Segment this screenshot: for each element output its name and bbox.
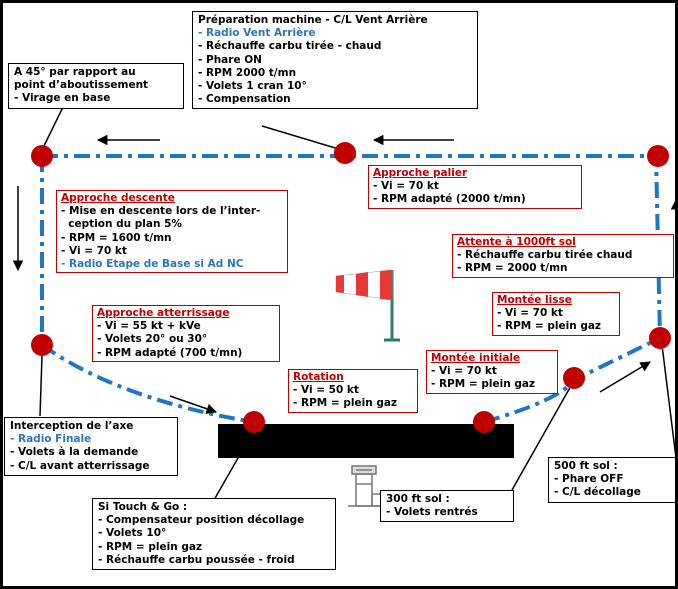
box-title: Montée lisse (497, 294, 572, 306)
box-line: - Virage en base (14, 92, 111, 105)
box-title: Rotation (293, 371, 344, 383)
box-line: - Vi = 70 kt (61, 244, 127, 257)
box-line: - Réchauffe carbu tirée chaud (457, 249, 633, 262)
box-line: - Volets 20° ou 30° (97, 333, 208, 346)
box-title: Attente à 1000ft sol (457, 236, 576, 248)
box-approche-descente: Approche descente - Mise en descente lor… (56, 190, 288, 274)
box-interception-axe: Interception de l’axe - Radio Finale- Vo… (4, 417, 178, 476)
windsock-icon (335, 269, 400, 342)
box-title: Approche descente (61, 192, 175, 204)
box-title: Montée initiale (431, 352, 521, 364)
marker-base-turn (31, 334, 53, 356)
box-line: - RPM adapté (2000 t/mn) (373, 193, 526, 206)
box-line: - Radio Finale (10, 433, 92, 446)
box-45-degrees: A 45° par rapport au point d’aboutisseme… (8, 63, 184, 109)
control-tower-icon (348, 465, 392, 507)
box-line: - Réchauffe carbu tirée - chaud (198, 40, 382, 53)
box-title: Interception de l’axe (10, 420, 134, 432)
box-approche-palier: Approche palier - Vi = 70 kt- RPM adapté… (368, 165, 582, 209)
box-line: - Vi = 50 kt (293, 384, 359, 397)
box-preparation-machine: Préparation machine - C/L Vent Arrière -… (192, 11, 478, 110)
box-line: - Vi = 55 kt + kVe (97, 320, 201, 333)
box-line: - Vi = 70 kt (431, 365, 497, 378)
box-line: - RPM = plein gaz (293, 397, 398, 410)
marker-500ft (649, 327, 671, 349)
box-rotation: Rotation - Vi = 50 kt- RPM = plein gaz (288, 369, 418, 413)
marker-downwind-mid (334, 142, 356, 164)
box-line: - Volets 1 cran 10° (198, 80, 307, 93)
box-title: Approche atterrissage (97, 307, 230, 319)
box-line: - C/L décollage (554, 486, 641, 499)
box-line: - RPM adapté (700 t/mn) (97, 346, 243, 359)
box-line: - Vi = 70 kt (497, 307, 563, 320)
box-line: - Mise en descente lors de l’inter- cept… (61, 205, 261, 231)
marker-rotation (473, 411, 495, 433)
box-line: - Radio Etape de Base si Ad NC (61, 258, 244, 271)
box-line: - RPM = 1600 t/mn (61, 231, 172, 244)
arrow-to-runway (169, 395, 217, 414)
box-line: - Volets à la demande (10, 446, 139, 459)
box-title: Approche palier (373, 167, 468, 179)
box-title: Si Touch & Go : (98, 501, 188, 513)
box-line: - Vi = 70 kt (373, 180, 439, 193)
box-line: - RPM 2000 t/mn (198, 66, 297, 79)
box-line: - Phare ON (198, 53, 262, 66)
box-title: Préparation machine - C/L Vent Arrière (198, 14, 428, 26)
box-line: - Volets rentrés (386, 506, 478, 519)
box-title: 300 ft sol : (386, 493, 450, 505)
box-line: - Volets 10° (98, 527, 167, 540)
box-line: - Phare OFF (554, 473, 624, 486)
marker-300ft (563, 367, 585, 389)
box-300ft: 300 ft sol : - Volets rentrés (380, 490, 514, 523)
box-line: - RPM = plein gaz (98, 540, 203, 553)
box-line: - C/L avant atterrissage (10, 459, 150, 472)
box-montee-lisse: Montée lisse - Vi = 70 kt- RPM = plein g… (492, 292, 620, 336)
box-line: - Réchauffe carbu poussée - froid (98, 553, 295, 566)
marker-downwind-end (647, 145, 669, 167)
box-500ft: 500 ft sol : - Phare OFF - C/L décollage (548, 457, 676, 503)
box-line: - RPM = plein gaz (497, 320, 602, 333)
box-title: A 45° par rapport au point d’aboutisseme… (14, 66, 149, 92)
box-approche-atterrissage: Approche atterrissage - Vi = 55 kt + kVe… (92, 305, 280, 362)
box-montee-initiale: Montée initiale - Vi = 70 kt- RPM = plei… (426, 350, 558, 394)
box-touch-and-go: Si Touch & Go : - Compensateur position … (92, 498, 336, 571)
box-line: - Radio Vent Arrière (198, 27, 316, 40)
box-line: - Compensateur position décollage (98, 514, 305, 527)
box-title: 500 ft sol : (554, 460, 618, 472)
marker-touchdown (243, 411, 265, 433)
marker-downwind-start (31, 145, 53, 167)
arrow-climb-right (599, 361, 651, 393)
runway (218, 424, 514, 458)
box-line: - Compensation (198, 93, 291, 106)
box-line: - RPM = 2000 t/mn (457, 262, 568, 275)
box-attente-1000ft: Attente à 1000ft sol - Réchauffe carbu t… (452, 234, 674, 278)
box-line: - RPM = plein gaz (431, 378, 536, 391)
